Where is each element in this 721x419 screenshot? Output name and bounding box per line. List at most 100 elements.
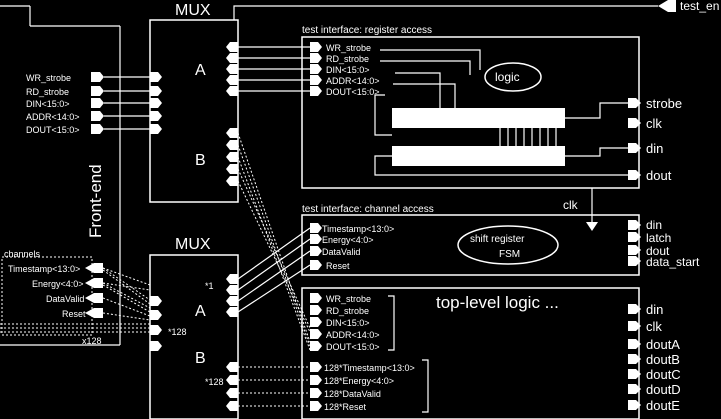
channel-port-icon (85, 308, 103, 318)
channel-port-icon (85, 263, 103, 273)
channel-port-icon (85, 293, 103, 303)
top-level-output-icon (628, 339, 641, 349)
register-input-icon (310, 42, 322, 52)
register-access-title: test interface: register access (302, 25, 432, 36)
front-end-bus-label: DIN<15:0> (26, 99, 70, 109)
clk-tap: clk (563, 188, 598, 231)
top-level-input-label: DOUT<15:0> (326, 342, 380, 352)
mux-bottom-port-a: A (195, 303, 206, 320)
mux-pin-icon (226, 296, 238, 306)
channel-output-label: data_start (646, 255, 700, 269)
mux-pin-icon (150, 124, 162, 134)
mux-pin-icon (226, 401, 238, 411)
test-en-port-icon (658, 0, 676, 12)
channel-input-icon (310, 246, 322, 256)
channel-label: Timestamp<13:0> (8, 264, 80, 274)
channel-input-label: Timestamp<13:0> (322, 224, 394, 234)
top-level-channel-label: 128*Reset (324, 402, 367, 412)
top-level-input-icon (310, 341, 322, 351)
channel-access-block: test interface: channel access Timestamp… (301, 204, 700, 276)
front-end-label: Front-end (86, 164, 105, 238)
front-end-bus-label: ADDR<14:0> (26, 112, 80, 122)
channel-access-title: test interface: channel access (302, 204, 434, 215)
mux-bottom-label: MUX (175, 236, 211, 253)
top-level-channel-label: 128*Energy<4:0> (324, 376, 394, 386)
mux-pin-icon (226, 75, 238, 85)
register-bar-top (392, 108, 565, 128)
top-level-output-label: doutD (646, 382, 681, 397)
top-level-channel-icon (310, 388, 322, 398)
test-en-label: test_en (680, 0, 719, 13)
star-128-label: *128 (205, 377, 224, 387)
shift-register-ellipse (457, 225, 559, 265)
mux-top-port-b: B (195, 152, 206, 169)
mux-pin-icon (150, 86, 162, 96)
mux-top-port-a: A (195, 62, 206, 79)
front-end-port-icon (91, 111, 104, 121)
mux-pin-icon (226, 53, 238, 63)
shift-register-label: shift register (470, 234, 525, 245)
mux-pin-icon (226, 176, 238, 186)
register-output-label: strobe (646, 96, 682, 111)
top-level-output-label: doutC (646, 367, 681, 382)
mux-pin-icon (226, 285, 238, 295)
top-level-block: top-level logic ... WR_strobe RD_strobe … (301, 287, 681, 419)
register-output-icon (628, 98, 641, 108)
channel-input-label: DataValid (322, 247, 360, 257)
mux-pin-icon (150, 296, 162, 306)
mux-pin-icon (226, 388, 238, 398)
top-level-output-label: doutB (646, 352, 680, 367)
register-input-icon (310, 75, 322, 85)
register-input-icon (310, 64, 322, 74)
mux-b-wiring (237, 132, 311, 351)
channel-output-icon (628, 232, 641, 242)
top-level-input-icon (310, 329, 322, 339)
front-end-bus: WR_strobe RD_strobe DIN<15:0> ADDR<14:0>… (26, 72, 152, 135)
channel-output-icon (628, 220, 641, 230)
mux-pin-icon (226, 128, 238, 138)
top-level-output-icon (628, 354, 641, 364)
front-end-port-icon (91, 98, 104, 108)
register-output-label: dout (646, 168, 672, 183)
front-end-bus-label: WR_strobe (26, 73, 71, 83)
register-input-label: WR_strobe (326, 43, 371, 53)
register-input-label: DOUT<15:0> (326, 87, 380, 97)
channels-title: channels (4, 249, 41, 259)
star-128-label: *128 (168, 327, 187, 337)
mux-pin-icon (150, 310, 162, 320)
top-level-output-icon (628, 369, 641, 379)
top-level-channel-icon (310, 375, 322, 385)
top-level-input-icon (310, 317, 322, 327)
top-level-output-icon (628, 384, 641, 394)
logic-label: logic (495, 70, 520, 84)
top-level-output-label: din (646, 302, 663, 317)
mux-pin-icon (150, 341, 162, 351)
mux-pin-icon (150, 98, 162, 108)
register-output-icon (628, 143, 641, 153)
top-level-input-label: DIN<15:0> (326, 318, 370, 328)
top-level-output-label: doutA (646, 337, 680, 352)
mux-top-label: MUX (175, 2, 211, 19)
channel-output-icon (628, 245, 641, 255)
front-end-port-icon (91, 72, 104, 82)
mux-pin-icon (226, 42, 238, 52)
clk-tap-icon (586, 222, 598, 231)
mux-pin-icon (226, 375, 238, 385)
mux-bottom-port-b: B (195, 350, 206, 367)
top-level-channel-label: 128*DataValid (324, 389, 381, 399)
top-level-output-icon (628, 400, 641, 410)
channel-input-icon (310, 223, 322, 233)
mux-pin-icon (150, 72, 162, 82)
mux-pin-icon (226, 64, 238, 74)
top-level-channel-icon (310, 401, 322, 411)
register-output-label: clk (646, 116, 662, 131)
channel-input-icon (310, 234, 322, 244)
front-end-bus-label: DOUT<15:0> (26, 125, 80, 135)
register-input-icon (310, 53, 322, 63)
channel-label: DataValid (46, 294, 84, 304)
mux-top: MUX A B (149, 2, 239, 203)
channel-wiring (102, 267, 151, 321)
front-end-bus-label: RD_strobe (26, 87, 69, 97)
clk-tap-label: clk (563, 198, 579, 212)
